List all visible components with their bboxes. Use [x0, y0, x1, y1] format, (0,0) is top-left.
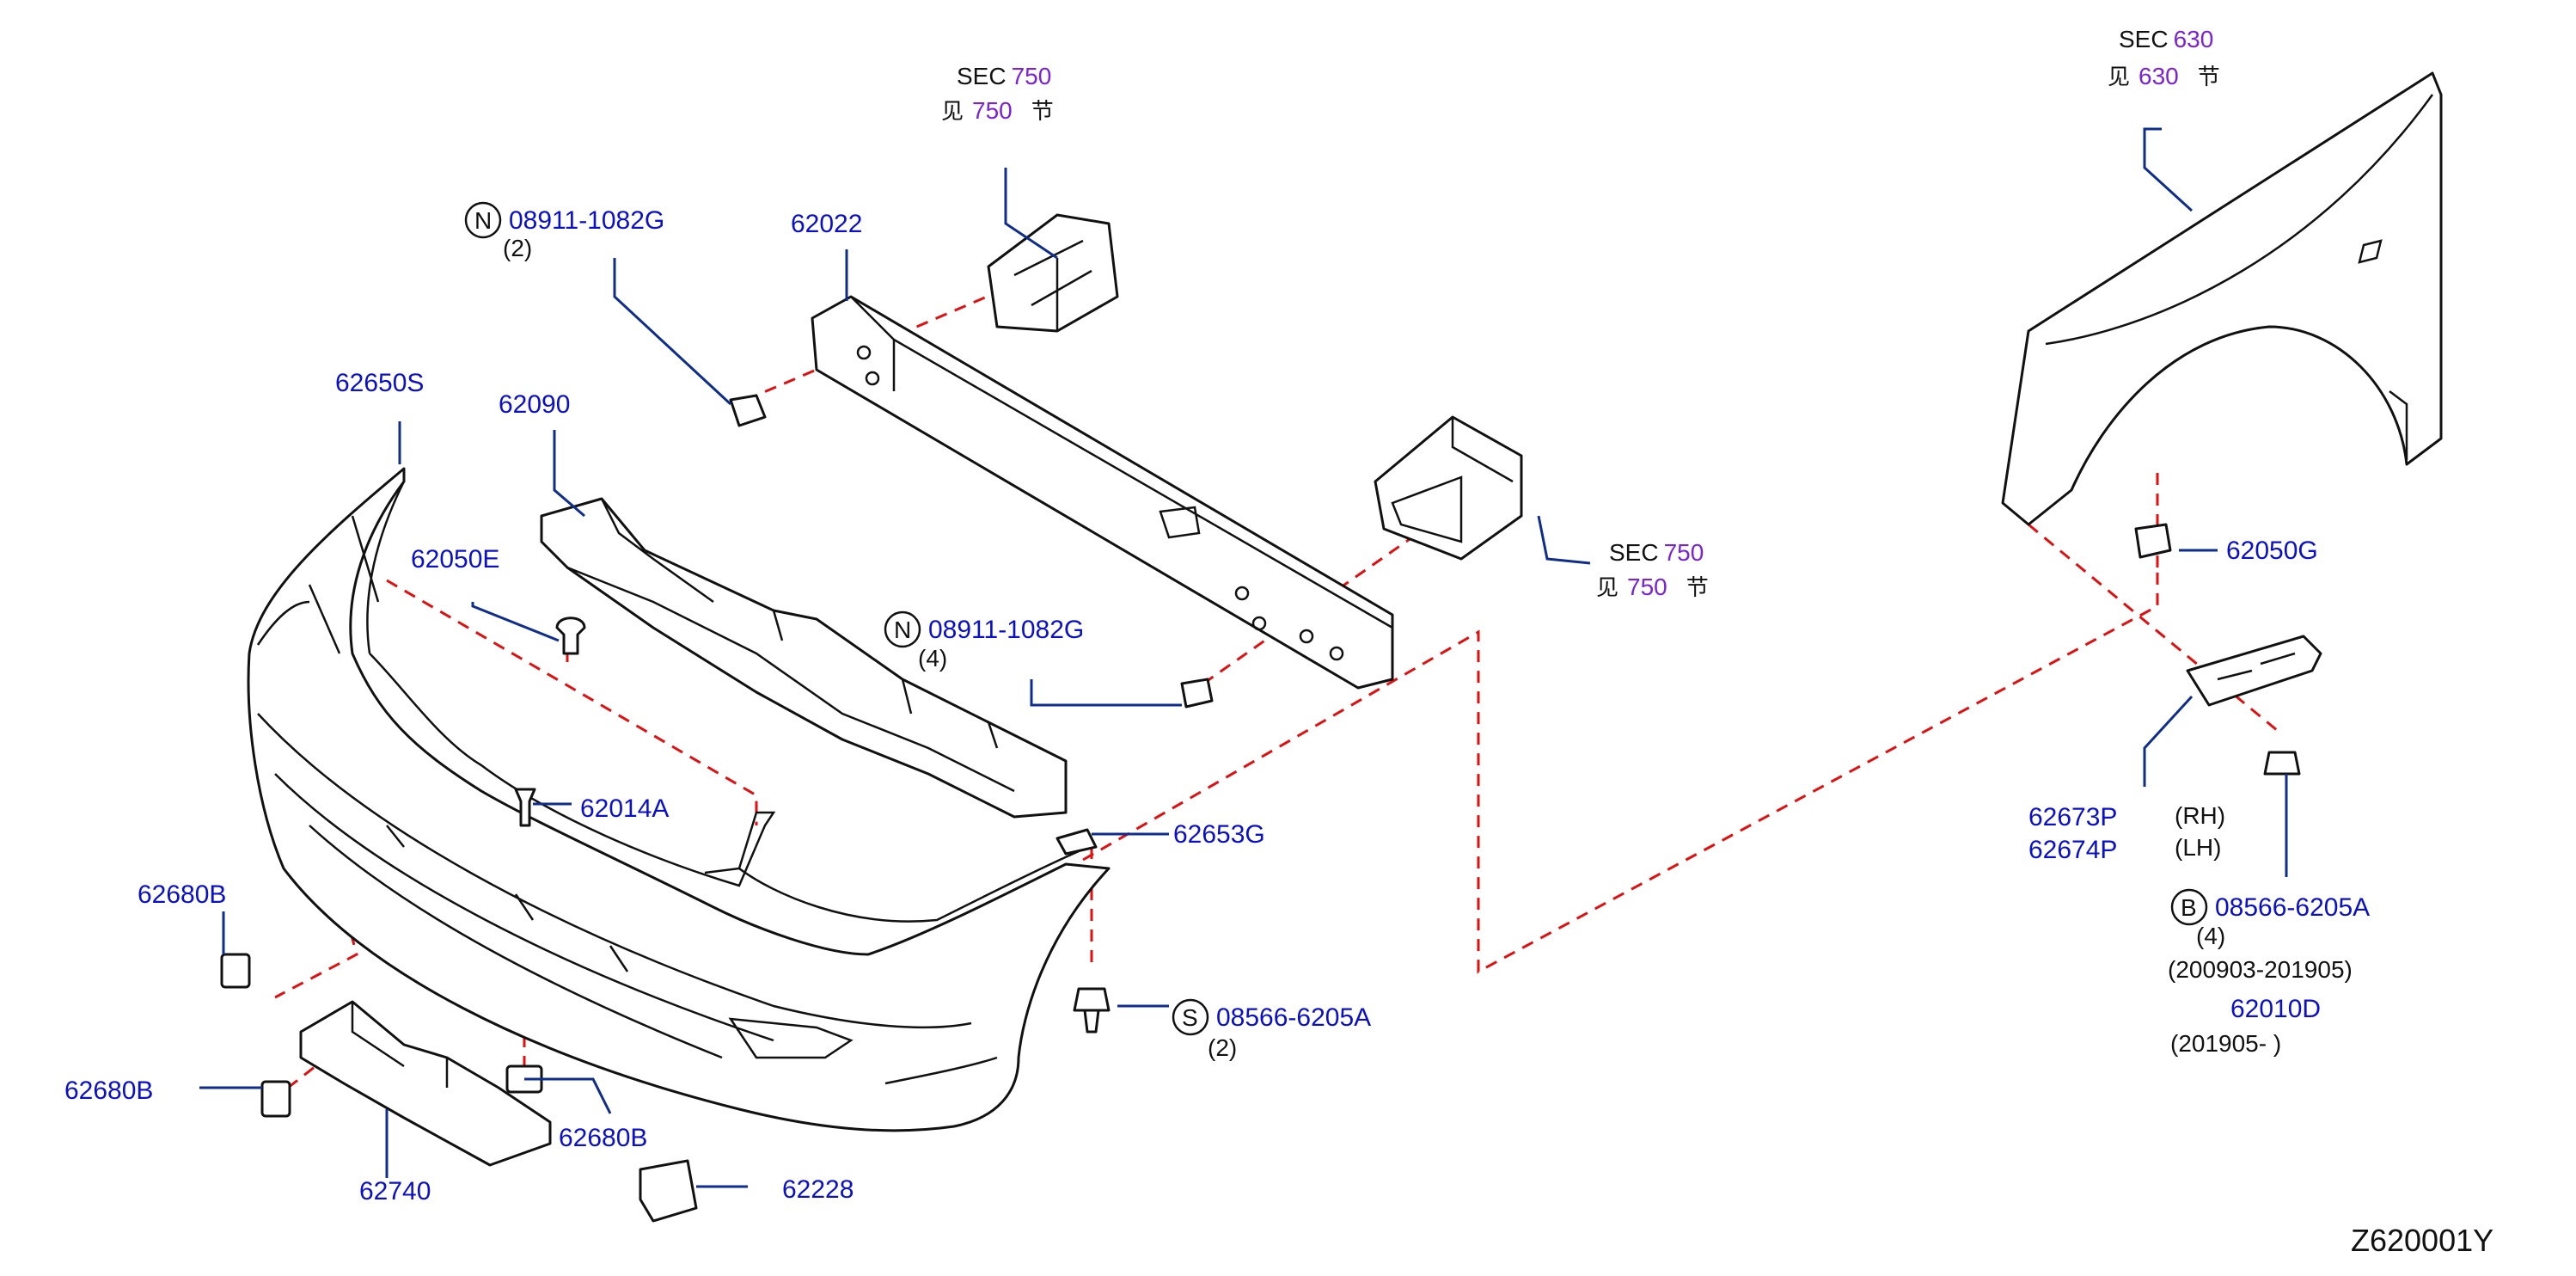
part-label-62653G[interactable]: 62653G — [1173, 820, 1265, 849]
fastener-date-range: (200903-201905) — [2168, 956, 2353, 983]
part-label-62680B-3[interactable]: 62680B — [559, 1124, 647, 1152]
lower-bracket — [299, 1000, 552, 1167]
part-label-62673P[interactable]: 62673P — [2028, 803, 2117, 831]
nut-08911-mid — [1180, 678, 1214, 709]
clip-62050G — [2134, 523, 2172, 559]
n-badge-icon — [464, 201, 502, 239]
rh-note: (RH) — [2175, 802, 2225, 829]
bumper-bracket-upper — [987, 213, 1119, 333]
fastener-code: 08566-6205A — [1216, 1003, 1371, 1032]
cn-number: 750 — [972, 97, 1013, 124]
screw-62014A — [514, 788, 536, 827]
cn-prefix: 见 — [941, 99, 964, 125]
part-label-62228[interactable]: 62228 — [782, 1175, 854, 1204]
diagram-code: Z620001Y — [2351, 1223, 2493, 1258]
energy-absorber — [540, 497, 1068, 819]
nut-08911-top — [729, 394, 767, 427]
fastener-code: 08911-1082G — [928, 616, 1084, 644]
front-fender — [2001, 71, 2443, 526]
part-label-62680B-1[interactable]: 62680B — [138, 880, 226, 909]
date-note-62010D: (201905- ) — [2170, 1030, 2281, 1057]
cn-suffix: 节 — [1031, 99, 1054, 125]
part-label-62050G[interactable]: 62050G — [2226, 537, 2318, 565]
part-label-62022[interactable]: 62022 — [791, 210, 862, 238]
bumper-bracket-lower — [1374, 415, 1523, 561]
cn-prefix: 见 — [2108, 64, 2130, 90]
cn-prefix: 见 — [1596, 575, 1618, 601]
fastener-qty: (4) — [2196, 923, 2225, 949]
svg-text:S: S — [1182, 1004, 1198, 1031]
bumper-reinforcement — [811, 295, 1394, 690]
lh-note: (LH) — [2175, 834, 2221, 861]
cn-number: 630 — [2139, 63, 2179, 89]
sec-prefix: SEC — [2119, 26, 2169, 52]
svg-text:N: N — [474, 207, 492, 234]
front-bumper-fascia — [247, 467, 1111, 1132]
sec-prefix: SEC — [1609, 539, 1659, 566]
fender-bracket — [2186, 635, 2322, 707]
fastener-code: 08566-6205A — [2215, 893, 2370, 922]
clip-62680B-1 — [220, 953, 251, 989]
fastener-qty: (2) — [1208, 1034, 1237, 1061]
sec-number: 750 — [1012, 63, 1052, 89]
part-label-62650S[interactable]: 62650S — [335, 369, 424, 397]
cover-62228 — [639, 1159, 698, 1223]
sec-number: 630 — [2174, 26, 2214, 52]
bolt-08566-6205A-S — [1073, 987, 1111, 1034]
n-badge-icon — [884, 610, 921, 648]
part-label-62090[interactable]: 62090 — [499, 390, 570, 419]
leader-lines — [199, 127, 2288, 1188]
clip-62653G — [1055, 828, 1098, 856]
fastener-qty: (2) — [503, 235, 532, 261]
fastener-N-mid[interactable]: N 08911-1082G (4) — [884, 610, 1084, 672]
part-label-62010D[interactable]: 62010D — [2230, 995, 2321, 1023]
cn-number: 750 — [1627, 574, 1667, 600]
clip-62050E — [555, 617, 586, 655]
fastener-code: 08911-1082G — [509, 206, 664, 235]
sec-number: 750 — [1664, 539, 1704, 566]
sec-prefix: SEC — [957, 63, 1007, 89]
b-badge-icon — [2170, 888, 2208, 926]
cn-suffix: 节 — [1686, 575, 1709, 601]
s-badge-icon — [1172, 998, 1209, 1036]
cn-suffix: 节 — [2198, 64, 2220, 90]
fastener-qty: (4) — [918, 645, 947, 672]
part-label-62014A[interactable]: 62014A — [580, 794, 669, 823]
part-label-62674P[interactable]: 62674P — [2028, 836, 2117, 864]
fastener-N-top[interactable]: N 08911-1082G (2) — [464, 201, 664, 261]
clip-62680B-2 — [260, 1080, 291, 1118]
fastener-S[interactable]: S 08566-6205A (2) — [1172, 998, 1371, 1061]
part-label-62680B-2[interactable]: 62680B — [64, 1077, 153, 1105]
bolt-08566-6205A-B — [2263, 751, 2301, 776]
svg-text:N: N — [894, 617, 911, 643]
part-label-62740[interactable]: 62740 — [359, 1177, 431, 1205]
fastener-B[interactable]: B 08566-6205A (4) (200903-201905) — [2168, 888, 2370, 983]
part-label-62050E[interactable]: 62050E — [411, 545, 499, 574]
svg-text:B: B — [2181, 894, 2197, 921]
